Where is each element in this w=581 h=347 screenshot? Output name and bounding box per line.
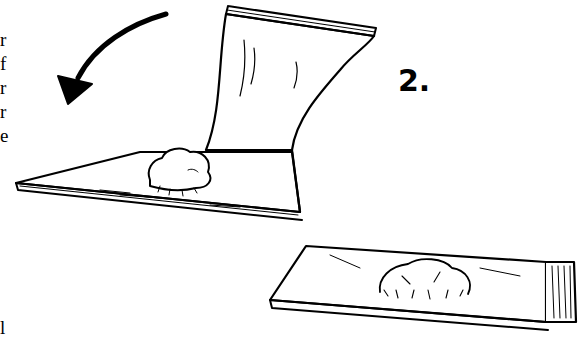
dough-blob [149, 149, 211, 191]
fold-arrow [78, 14, 166, 78]
arrow-head [58, 76, 92, 104]
zipper-strip-side [546, 262, 576, 322]
zipper-line-top [227, 10, 375, 32]
sheet-shading [100, 190, 240, 207]
text-fragment: e [0, 126, 8, 145]
bag-fold [292, 150, 300, 212]
zipper-hatching [552, 266, 571, 318]
step-number: 2. [398, 66, 430, 96]
blob-outline [380, 259, 470, 294]
sheet-shading [330, 255, 520, 276]
bag-top-sheet [206, 14, 374, 150]
text-fragment: f [0, 54, 6, 73]
blob-texture [158, 169, 198, 196]
text-fragment: r [0, 78, 6, 97]
blob-texture [384, 272, 463, 299]
text-fragment: r [0, 30, 6, 49]
bag-bottom-edge [270, 300, 548, 330]
zipper-strip-top [226, 6, 376, 36]
sheet-shading [240, 40, 297, 96]
text-fragment: l [0, 318, 5, 337]
text-fragment: r [0, 102, 6, 121]
